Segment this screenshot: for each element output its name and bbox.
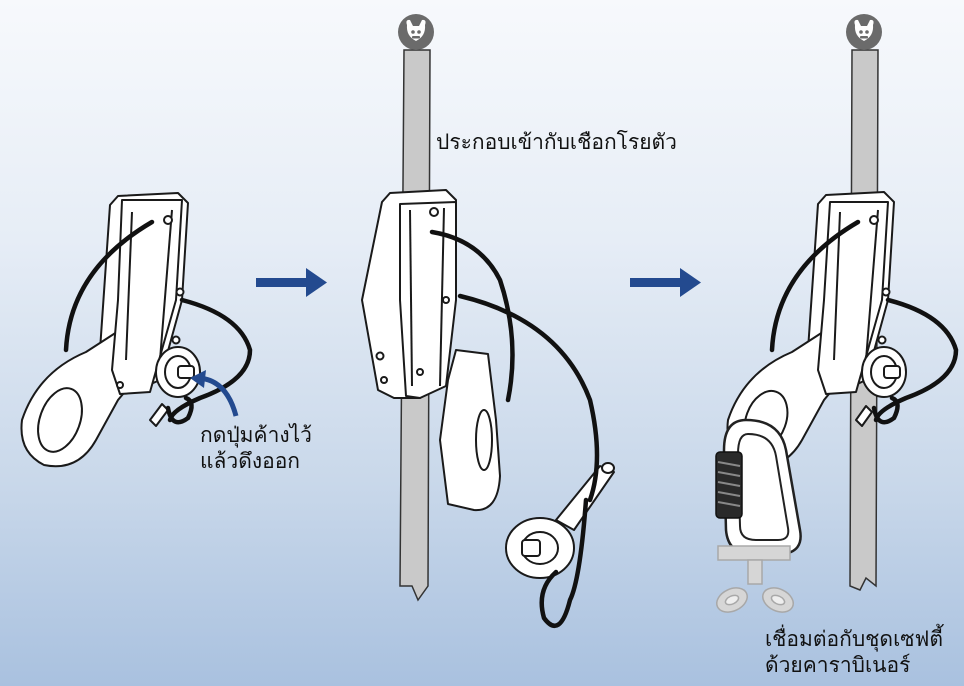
caption-line: กดปุ่มค้างไว้ bbox=[200, 423, 312, 447]
harness-connector bbox=[716, 545, 794, 613]
bull-head-logo bbox=[846, 14, 882, 50]
caption-assemble-on-rope: ประกอบเข้ากับเชือกโรยตัว bbox=[436, 130, 677, 154]
caption-line: ด้วยคาราบิเนอร์ bbox=[765, 653, 911, 677]
caption-line: เชื่อมต่อกับชุดเซฟตี้ bbox=[765, 627, 944, 651]
caption-connect-carabiner: เชื่อมต่อกับชุดเซฟตี้ ด้วยคาราบิเนอร์ bbox=[765, 626, 943, 678]
right-arrow-icon bbox=[630, 268, 701, 297]
lanyard-step2 bbox=[429, 229, 600, 628]
caption-press-and-pull: กดปุ่มค้างไว้ แล้วดึงออก bbox=[200, 422, 312, 474]
lanyard-step3 bbox=[769, 219, 959, 425]
carabiner bbox=[715, 418, 802, 556]
caption-line: แล้วดึงออก bbox=[200, 449, 301, 473]
lanyard-step1 bbox=[63, 219, 253, 425]
device-step1 bbox=[20, 192, 201, 468]
right-arrow-icon bbox=[256, 268, 327, 297]
bull-head-logo bbox=[398, 14, 434, 50]
press-arrow-head bbox=[190, 370, 206, 388]
